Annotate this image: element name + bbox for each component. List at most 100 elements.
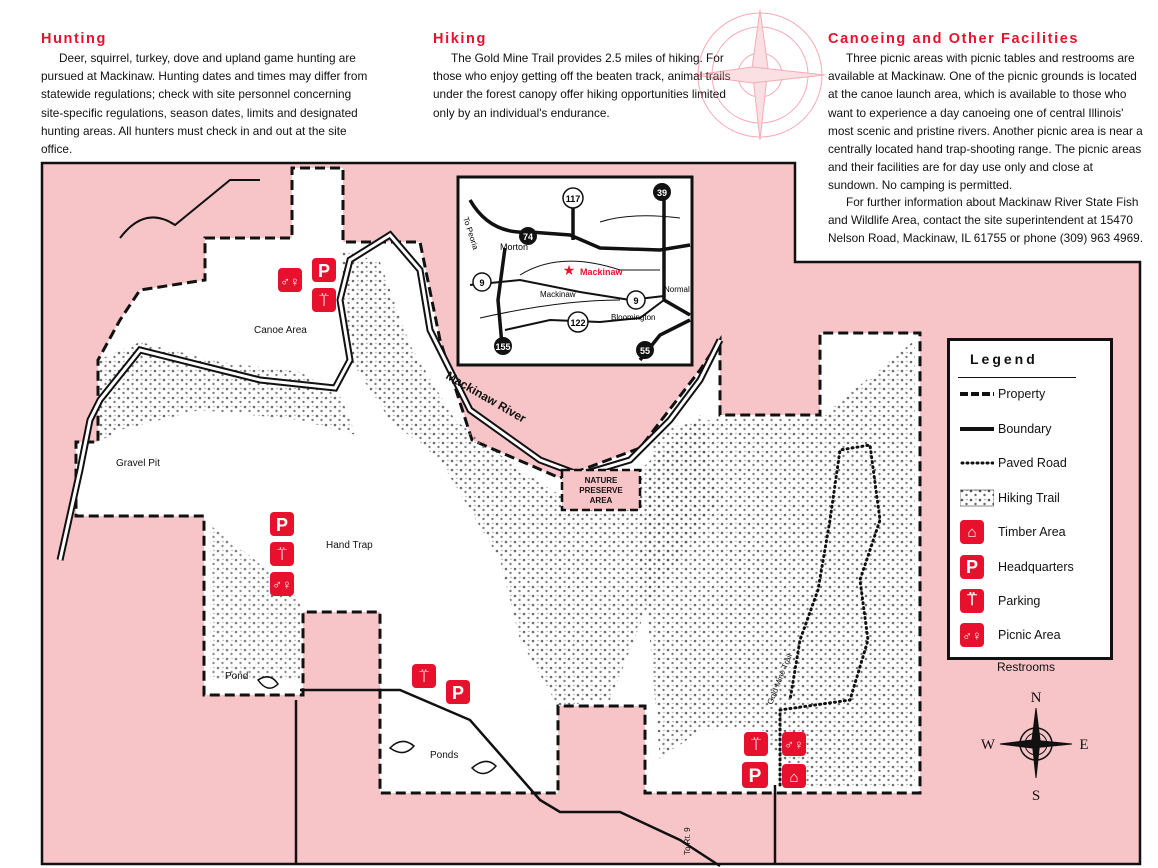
legend-item-property: Property [960,382,1045,406]
compass-icon [999,707,1073,779]
svg-text:74: 74 [523,232,533,242]
picnic-table-icon [312,288,336,312]
south-area-icons: ⍡ P [412,664,470,704]
restroom-icon: ♂♀ [960,623,984,647]
hand-trap-icons: P ⍡ ♂♀ [270,512,294,596]
paved-road-gold-mine [778,443,882,787]
dashed-line-icon [960,382,998,406]
canoeing-title: Canoeing and Other Facilities [828,31,1080,47]
svg-text:⍡: ⍡ [419,669,429,686]
road-south [300,688,721,868]
legend-item-paved-road: Paved Road [960,451,1067,475]
restroom-icon [782,732,806,756]
svg-text:♂♀: ♂♀ [280,274,300,289]
restroom-icon [270,572,294,596]
legend-label: Headquarters [998,560,1074,574]
svg-text:39: 39 [657,188,667,198]
svg-text:9: 9 [633,296,638,306]
picnic-table-icon: ⍡ [960,589,984,613]
parking-icon [742,762,768,788]
label-hand-trap: Hand Trap [326,540,373,551]
legend-title: Legend [970,351,1038,367]
svg-text:★: ★ [563,262,576,278]
dotted-line-icon [960,451,998,475]
hiking-trail-area-east [640,340,915,788]
hiking-trail-area-west [210,525,300,680]
svg-text:P: P [749,766,762,787]
compass-w: W [981,737,996,753]
svg-text:⍡: ⍡ [319,293,329,310]
label-gravel-pit: Gravel Pit [116,458,160,469]
parking-icon [270,512,294,536]
label-nature-preserve-3: AREA [590,496,613,505]
compass-n: N [1031,690,1042,706]
svg-text:Bloomington: Bloomington [611,313,655,322]
legend-item-headquarters: P Headquarters [960,555,1074,579]
legend-overflow-restrooms: Restrooms [997,660,1056,674]
legend-item-boundary: Boundary [960,417,1052,441]
label-nature-preserve-1: NATURE [585,476,618,485]
legend-label: Parking [998,594,1041,608]
label-ponds: Ponds [430,750,458,761]
compass-rose-watermark [694,9,826,141]
hunting-title: Hunting [41,31,107,47]
legend-item-picnic-area: ♂♀ Picnic Area [960,623,1061,647]
svg-text:♂♀: ♂♀ [272,577,292,592]
legend-item-hiking-trail: Hiking Trail [960,486,1060,510]
timber-icon: ⌂ [960,520,984,544]
nature-preserve-box [560,468,642,512]
parking-icon [312,258,336,282]
label-nature-preserve-2: PRESERVE [579,486,623,495]
svg-text:⌂: ⌂ [789,769,798,786]
pond-outline [256,676,279,689]
svg-text:Morton: Morton [500,242,528,252]
svg-text:55: 55 [640,346,650,356]
svg-text:♂♀: ♂♀ [784,737,804,752]
hiking-trail-area-north [98,342,356,442]
parking-p-icon: P [960,555,984,579]
ponds-outline-1 [388,740,416,754]
label-to-rt9: To Rt. 9 [683,827,692,855]
legend-label: Paved Road [998,456,1067,470]
legend-panel: Legend Property Boundary Paved Road Hiki… [947,338,1113,660]
restroom-icon [278,268,302,292]
legend-label: Picnic Area [998,628,1061,642]
legend-label: Property [998,387,1046,401]
ponds-outline-2 [470,760,498,775]
hiking-title: Hiking [433,31,487,47]
svg-text:P: P [452,683,464,703]
label-canoe-area: Canoe Area [254,325,307,336]
svg-text:117: 117 [566,194,581,204]
legend-item-parking: ⍡ Parking [960,589,1040,613]
picnic-table-icon [412,664,436,688]
hiking-trail-area-central [340,250,720,706]
canoeing-body-2: For further information about Mackinaw R… [828,195,1144,246]
label-pond: Pond [225,671,248,682]
timber-icon [782,764,806,788]
picnic-table-icon [744,732,768,756]
svg-text:9: 9 [479,278,484,288]
svg-text:122: 122 [570,318,585,328]
svg-text:Normal: Normal [664,285,690,294]
svg-text:155: 155 [495,342,510,352]
compass-e: E [1079,737,1088,753]
hunting-body: Deer, squirrel, turkey, dove and upland … [41,51,368,157]
legend-label: Hiking Trail [998,491,1060,505]
legend-item-timber-area: ⌂ Timber Area [960,520,1066,544]
canoeing-body-1: Three picnic areas with picnic tables an… [828,51,1143,193]
svg-text:Mackinaw: Mackinaw [580,267,624,277]
svg-text:P: P [276,515,288,535]
legend-label: Boundary [998,422,1052,436]
svg-text:⍡: ⍡ [751,737,761,754]
stipple-icon [960,486,998,510]
picnic-table-icon [270,542,294,566]
canoe-area-icons: ♂♀ P ⍡ [278,258,336,312]
parking-icon [446,680,470,704]
inset-map: To Peoria Morton Mackinaw ★ Mackinaw Blo… [456,175,694,367]
legend-label: Timber Area [998,525,1066,539]
legend-divider [958,377,1076,378]
compass-s: S [1032,788,1040,804]
svg-text:⍡: ⍡ [277,547,287,564]
river-upper-branch [119,179,260,239]
